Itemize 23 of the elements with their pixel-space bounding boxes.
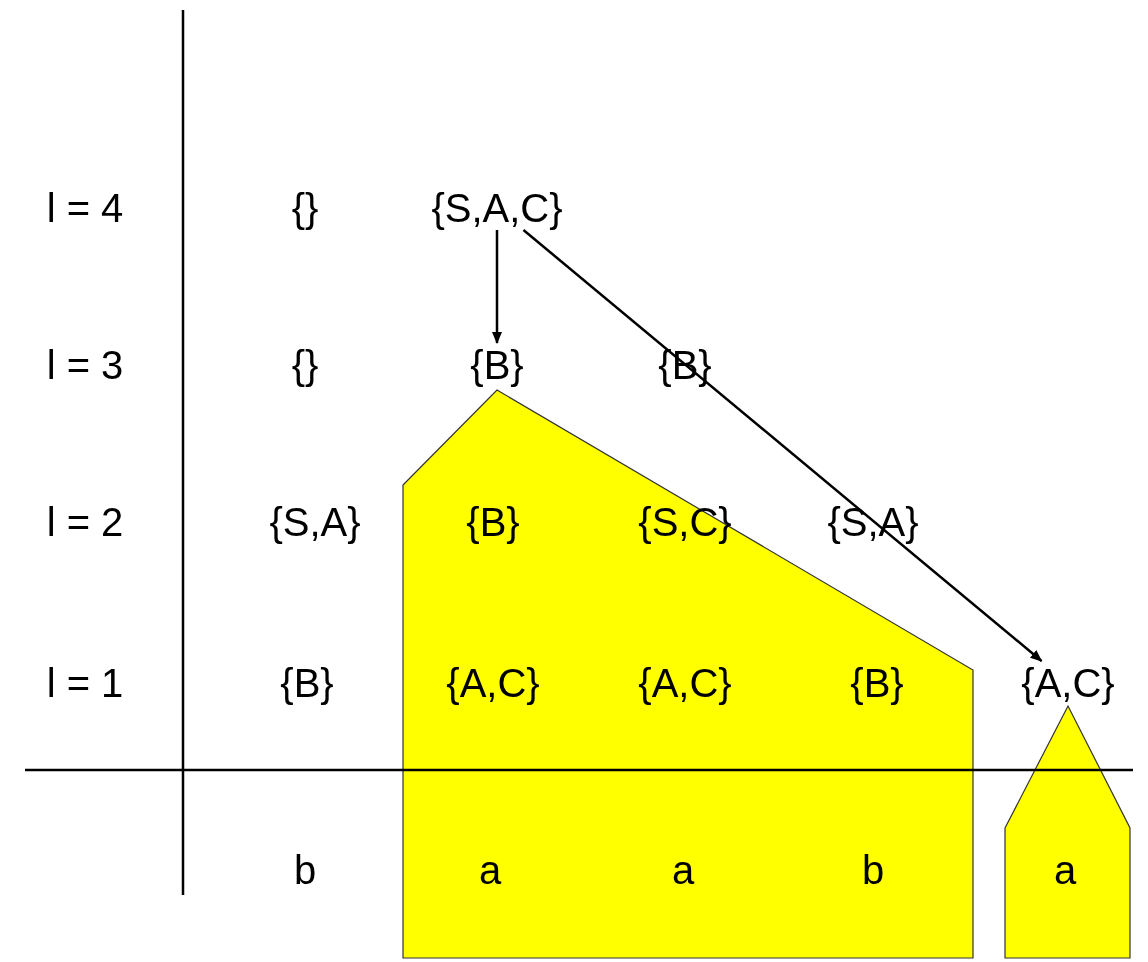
cell-set-label: {B}: [466, 500, 520, 544]
level-label: l = 3: [46, 343, 124, 387]
cell-set-label: {S,A}: [269, 500, 361, 544]
arrow: [522, 229, 1043, 662]
cell-set-label: {A,C}: [446, 661, 540, 705]
cell-set-label: {}: [291, 186, 319, 230]
input-symbol: a: [478, 848, 502, 892]
input-symbol: b: [861, 848, 885, 892]
cell-set-label: {A,C}: [1021, 661, 1115, 705]
level-label: l = 1: [46, 661, 124, 705]
cell-set-label: {}: [291, 343, 319, 387]
input-symbol: a: [671, 848, 695, 892]
arrow: [492, 230, 502, 344]
input-symbol: a: [1053, 848, 1077, 892]
cell-set-label: {A,C}: [638, 661, 732, 705]
cell-set-label: {B}: [850, 661, 904, 705]
level-label: l = 2: [46, 500, 124, 544]
cell-set-label: {S,C}: [638, 500, 732, 544]
level-label: l = 4: [46, 186, 124, 230]
cell-set-label: {B}: [280, 661, 334, 705]
input-symbol: b: [293, 848, 317, 892]
cell-set-label: {B}: [470, 343, 524, 387]
cell-set-label: {S,A,C}: [431, 186, 563, 230]
